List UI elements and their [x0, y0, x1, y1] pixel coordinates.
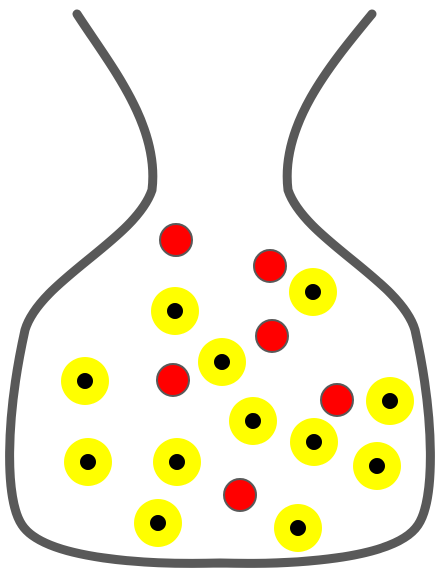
- yellow-particle-core: [169, 454, 185, 470]
- yellow-particle-core: [167, 303, 183, 319]
- yellow-particle: [366, 377, 414, 425]
- red-particle: [321, 384, 353, 416]
- yellow-particle-core: [305, 284, 321, 300]
- yellow-particle-core: [77, 373, 93, 389]
- red-particle: [157, 364, 189, 396]
- yellow-particle: [153, 438, 201, 486]
- yellow-particle-core: [245, 413, 261, 429]
- yellow-particle: [229, 397, 277, 445]
- particles-group: [61, 224, 414, 552]
- yellow-particle: [198, 338, 246, 386]
- yellow-particle-core: [150, 515, 166, 531]
- yellow-particle: [134, 499, 182, 547]
- yellow-particle-core: [80, 454, 96, 470]
- red-particle: [254, 250, 286, 282]
- yellow-particle: [64, 438, 112, 486]
- yellow-particle-core: [290, 520, 306, 536]
- yellow-particle: [289, 268, 337, 316]
- yellow-particle: [353, 442, 401, 490]
- yellow-particle: [290, 418, 338, 466]
- yellow-particle-core: [382, 393, 398, 409]
- yellow-particle-core: [369, 458, 385, 474]
- yellow-particle-core: [214, 354, 230, 370]
- red-particle: [256, 320, 288, 352]
- yellow-particle-core: [306, 434, 322, 450]
- yellow-particle: [151, 287, 199, 335]
- yellow-particle: [274, 504, 322, 552]
- yellow-particle: [61, 357, 109, 405]
- red-particle: [160, 224, 192, 256]
- red-particle: [224, 479, 256, 511]
